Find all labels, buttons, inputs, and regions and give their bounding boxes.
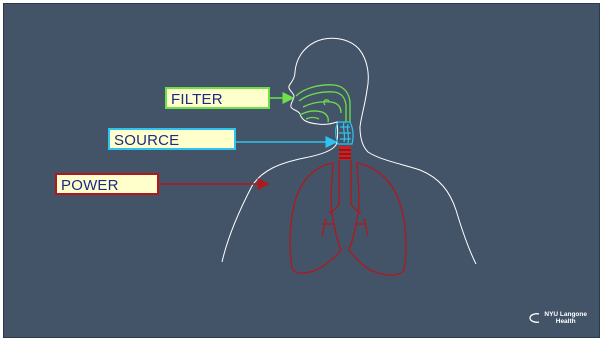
logo-line-2: Health [544, 318, 587, 325]
logo-mark-icon [529, 312, 541, 324]
logo-text: NYU Langone Health [544, 311, 587, 325]
slide: FILTER SOURCE POWER NYU Langone Health [3, 3, 600, 338]
filter-region [296, 85, 350, 122]
power-region [290, 146, 406, 275]
logo-line-1: NYU Langone [544, 311, 587, 318]
nyu-langone-logo: NYU Langone Health [529, 311, 587, 325]
respiratory-diagram [4, 4, 601, 339]
source-label: SOURCE [108, 128, 236, 150]
filter-label: FILTER [165, 87, 270, 109]
source-region [336, 122, 353, 144]
power-label: POWER [55, 173, 159, 195]
